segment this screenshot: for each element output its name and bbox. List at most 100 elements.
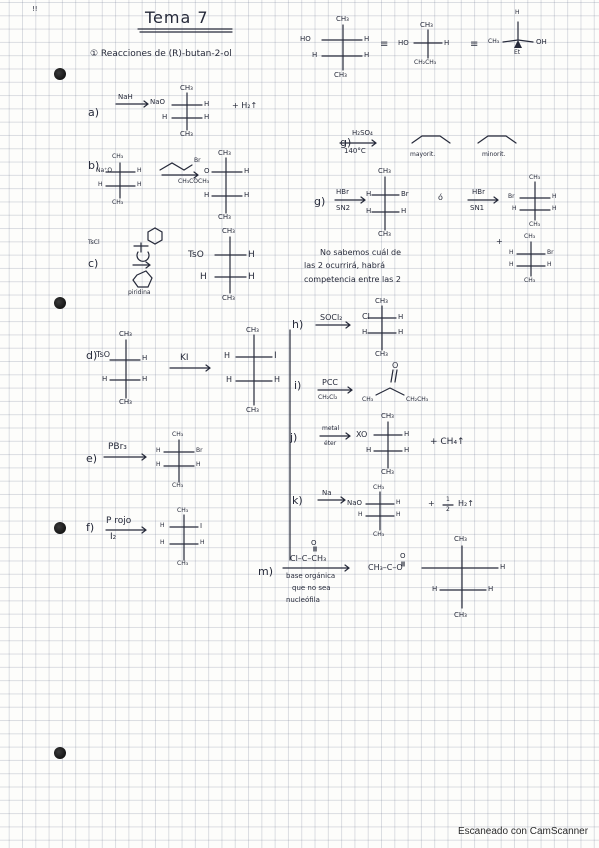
label-d: d): [86, 349, 98, 362]
h-fp-left: Cl: [362, 312, 370, 321]
fp1-left: HO: [300, 35, 311, 43]
k-half-num: 1: [446, 496, 450, 503]
a-fp-top: CH₃: [180, 84, 193, 92]
g2b-left: Br: [508, 193, 515, 200]
m-fp-top: CH₃: [454, 535, 467, 543]
a-fp-bl: H: [162, 113, 168, 121]
g2b-bottom: CH₃: [529, 221, 541, 228]
b-left-left: Na⁺O: [96, 167, 113, 174]
g-prod2-label: minorit.: [482, 151, 506, 158]
fp1-top: CH₃: [336, 15, 349, 23]
g2-fp-right: Br: [401, 190, 409, 198]
g2-fp-top: CH₃: [378, 167, 391, 175]
f-fp-top: CH₃: [177, 507, 189, 514]
b-fp-right: H: [244, 167, 250, 175]
b-left-br: H: [137, 181, 142, 188]
label-g: g): [340, 136, 352, 149]
k-fp-bottom: CH₃: [373, 531, 385, 538]
g2-or: ó: [438, 193, 443, 202]
f-fp-bl: H: [160, 539, 165, 546]
e-fp-br: H: [196, 461, 201, 468]
g2-fp-br: H: [401, 207, 407, 215]
d-left-right: H: [142, 354, 148, 362]
fp2-bottom: CH₂CH₃: [414, 59, 437, 66]
g2-reagent: HBr: [336, 188, 349, 196]
a-byproduct: + H₂↑: [232, 101, 258, 110]
f-reagent2: I₂: [110, 532, 117, 542]
g2b-bl: H: [512, 205, 517, 212]
b-fp-bl: H: [204, 191, 210, 199]
label-e: e): [86, 452, 98, 465]
label-h: h): [292, 318, 304, 331]
c-fp-bl: H: [200, 272, 207, 282]
m-reagent: Cl–C–CH₃: [290, 554, 327, 563]
a-reagent: NaH: [118, 93, 133, 101]
k-plus: +: [428, 499, 435, 508]
h-fp-right: H: [398, 313, 404, 321]
g2c-bl: H: [509, 261, 514, 268]
fp2-right: H: [444, 39, 450, 47]
binder-hole: [54, 297, 66, 309]
i-left: CH₃: [362, 396, 374, 403]
d-fp-bottom: CH₃: [246, 406, 259, 414]
k-fp-bl: H: [358, 511, 363, 518]
binder-hole: [54, 522, 66, 534]
k-fp-top: CH₃: [373, 484, 385, 491]
b-fp-top: CH₃: [218, 149, 231, 157]
e-fp-right: Br: [196, 447, 203, 454]
note-line-2: las 2 ocurrirá, habrá: [304, 261, 386, 270]
binder-hole: [54, 68, 66, 80]
f-fp-bottom: CH₃: [177, 560, 189, 567]
d-fp-bl: H: [226, 375, 233, 384]
h-fp-bottom: CH₃: [375, 350, 388, 358]
e-fp-bottom: CH₃: [172, 482, 184, 489]
g2-conditions: SN2: [336, 204, 351, 212]
page-title: Tema 7: [145, 8, 209, 27]
j-fp-right: H: [404, 430, 410, 438]
d-reagent: KI: [180, 353, 189, 363]
d-left-top: CH₃: [119, 330, 132, 338]
k-fp-left: NaO: [347, 499, 363, 507]
e-reagent: PBr₃: [108, 442, 127, 452]
e-fp-left: H: [156, 447, 161, 454]
wedge-right: OH: [536, 38, 547, 46]
g-reagent: H₂SO₄: [352, 129, 373, 137]
m-oxygen: O: [311, 539, 317, 547]
note-line-1: No sabemos cuál de: [320, 248, 402, 257]
f-reagent: P rojo: [106, 516, 132, 526]
i-reagent: PCC: [322, 378, 338, 387]
m-fp-br: H: [488, 585, 494, 593]
wedge-left: CH₃: [488, 38, 500, 45]
f-fp-right: I: [200, 522, 203, 530]
a-fp-bottom: CH₃: [180, 130, 193, 138]
label-m: m): [258, 565, 274, 578]
m-ester: CH₃–C–O: [368, 563, 403, 572]
k-half-den: 2: [446, 506, 450, 513]
b-fp-br: H: [244, 191, 250, 199]
g2-reagent-b: HBr: [472, 188, 485, 196]
label-i: i): [294, 379, 302, 392]
m-base-3: nucleófila: [286, 596, 320, 604]
label-f: f): [86, 521, 95, 534]
b-left-top: CH₃: [112, 153, 124, 160]
j-fp-bl: H: [366, 446, 372, 454]
d-left-bottom: CH₃: [119, 398, 132, 406]
j-fp-bottom: CH₃: [381, 468, 394, 476]
h-reagent: SOCl₂: [320, 313, 343, 322]
b-left-right: H: [137, 167, 142, 174]
g2c-br: H: [547, 261, 552, 268]
g2b-right: H: [552, 193, 557, 200]
a-fp-br: H: [204, 113, 210, 121]
g-conditions: 140°C: [344, 147, 366, 155]
corner-mark: !!: [32, 5, 38, 13]
c-fp-bottom: CH₃: [222, 294, 235, 302]
e-fp-bl: H: [156, 461, 161, 468]
j-fp-br: H: [404, 446, 410, 454]
m-fp-bottom: CH₃: [454, 611, 467, 619]
i-solvent: CH₂Cl₂: [318, 394, 338, 401]
i-oxygen: O: [392, 361, 399, 370]
equiv-symbol: ≡: [380, 39, 389, 50]
g2-fp-bottom: CH₃: [378, 230, 391, 238]
c-fp-top: CH₃: [222, 227, 235, 235]
